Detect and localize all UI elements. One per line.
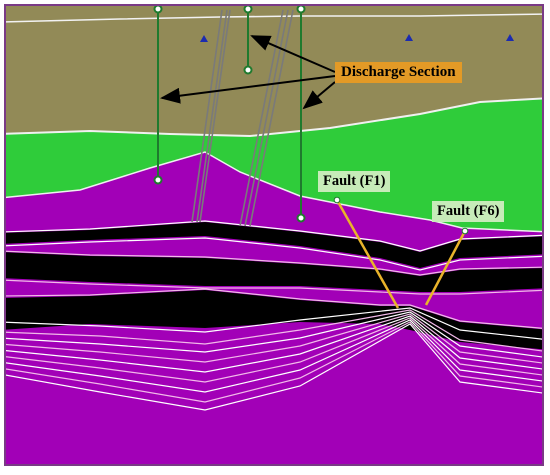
survey-markers bbox=[200, 34, 514, 42]
fault-lines bbox=[335, 199, 467, 309]
green-boundary bbox=[6, 151, 542, 233]
discharge-wells bbox=[153, 6, 306, 223]
overburden-boundary bbox=[6, 97, 542, 138]
discharge-section-label: Discharge Section bbox=[335, 62, 462, 83]
frame-border bbox=[4, 4, 544, 466]
black-bed-1 bbox=[6, 222, 542, 268]
black-bed-2 bbox=[6, 252, 542, 292]
fault-f6-label: Fault (F6) bbox=[432, 201, 505, 222]
top-surface-line bbox=[6, 13, 542, 23]
fault-f6-point bbox=[461, 227, 469, 235]
discharge-arrows bbox=[160, 35, 336, 110]
strata-lines bbox=[6, 220, 542, 411]
fault-f1-label: Fault (F1) bbox=[318, 171, 391, 192]
black-bed-3 bbox=[6, 290, 542, 350]
fault-f1-point bbox=[333, 196, 341, 204]
